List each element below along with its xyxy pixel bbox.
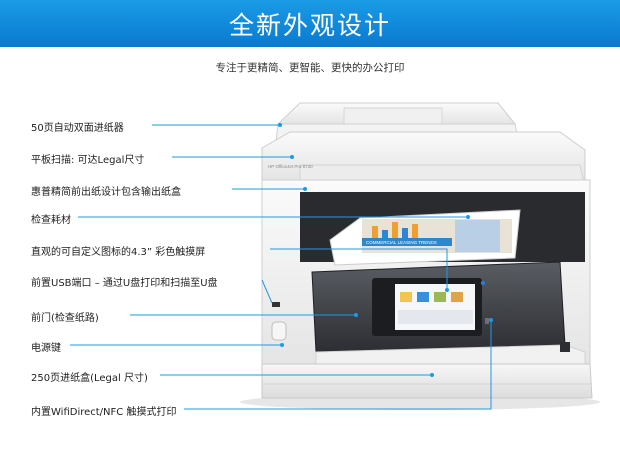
label-wifi-nfc: 内置WifiDirect/NFC 触摸式打印 xyxy=(31,407,177,418)
screen-banner-text: COMMERCIAL LEASING TRENDS xyxy=(366,240,437,245)
label-input-tray: 250页进纸盒(Legal 尺寸) xyxy=(31,373,148,384)
label-touchscreen: 直观的可自定义图标的4.3” 彩色触摸屏 xyxy=(31,247,206,258)
label-front-usb: 前置USB端口 – 通过U盘打印和扫描至U盘 xyxy=(31,278,218,289)
label-flatbed-scan: 平板扫描: 可达Legal尺寸 xyxy=(31,155,145,166)
banner-title: 全新外观设计 xyxy=(228,11,391,40)
label-front-output: 惠普精简前出纸设计包含输出纸盒 xyxy=(31,187,181,198)
label-adf: 50页自动双面进纸器 xyxy=(31,123,124,134)
header-banner: 全新外观设计 xyxy=(0,0,620,47)
label-power-button: 电源键 xyxy=(31,343,61,354)
label-front-door: 前门(检查纸路) xyxy=(31,313,99,324)
label-check-supplies: 检查耗材 xyxy=(31,215,71,226)
model-label: HP OfficeJet Pro 8730 xyxy=(268,164,313,169)
subtitle: 专注于更精简、更智能、更快的办公打印 xyxy=(215,62,405,74)
